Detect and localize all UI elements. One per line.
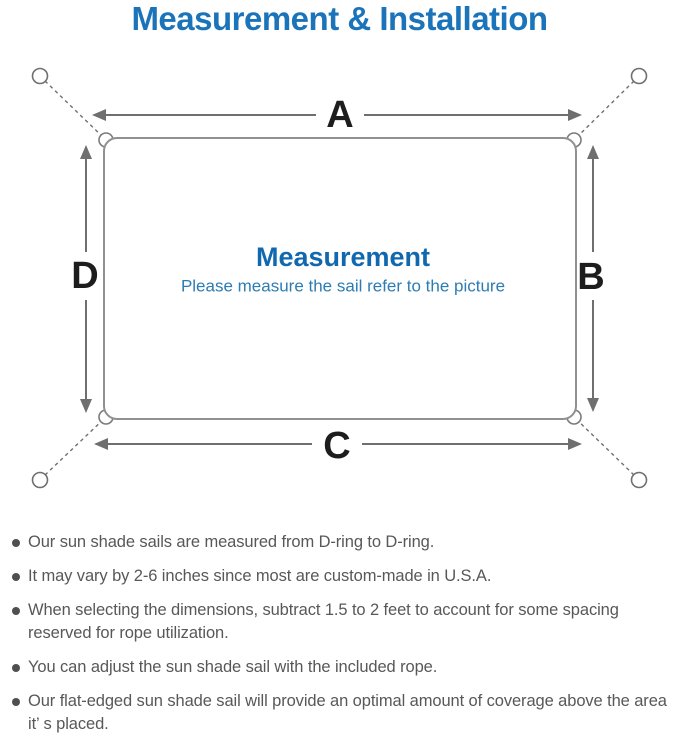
bullet-icon <box>12 607 20 615</box>
dimension-label-d: D <box>71 255 98 297</box>
note-item: It may vary by 2-6 inches since most are… <box>10 565 673 588</box>
anchor-point-icon <box>630 67 648 85</box>
page-title: Measurement & Installation <box>131 0 548 37</box>
note-text: It may vary by 2-6 inches since most are… <box>28 567 492 585</box>
note-item: Our flat-edged sun shade sail will provi… <box>10 690 673 736</box>
diagram-heading: Measurement <box>256 242 430 272</box>
note-text: When selecting the dimensions, subtract … <box>28 601 619 642</box>
tension-line-top-left <box>44 80 107 141</box>
note-item: Our sun shade sails are measured from D-… <box>10 531 673 554</box>
anchor-point-icon <box>31 471 49 489</box>
bullet-icon <box>12 573 20 581</box>
bullet-icon <box>12 539 20 547</box>
note-item: You can adjust the sun shade sail with t… <box>10 656 673 679</box>
notes-list: Our sun shade sails are measured from D-… <box>10 531 673 739</box>
tension-line-bottom-left <box>44 416 107 476</box>
dimension-label-b: B <box>577 256 604 298</box>
tension-line-bottom-right <box>573 416 635 476</box>
anchor-point-icon <box>630 471 648 489</box>
note-item: When selecting the dimensions, subtract … <box>10 599 673 645</box>
bullet-icon <box>12 698 20 706</box>
note-text: You can adjust the sun shade sail with t… <box>28 658 438 676</box>
diagram-subtitle: Please measure the sail refer to the pic… <box>181 277 505 296</box>
anchor-point-icon <box>31 67 49 85</box>
note-text: Our flat-edged sun shade sail will provi… <box>28 692 667 733</box>
bullet-icon <box>12 664 20 672</box>
note-text: Our sun shade sails are measured from D-… <box>28 533 435 551</box>
shade-sail-outline <box>103 137 577 420</box>
dimension-label-a: A <box>326 94 353 136</box>
dimension-label-c: C <box>323 425 350 467</box>
measurement-diagram: A B C D Measurement Please measure the s… <box>0 58 679 520</box>
tension-line-top-right <box>573 80 635 141</box>
